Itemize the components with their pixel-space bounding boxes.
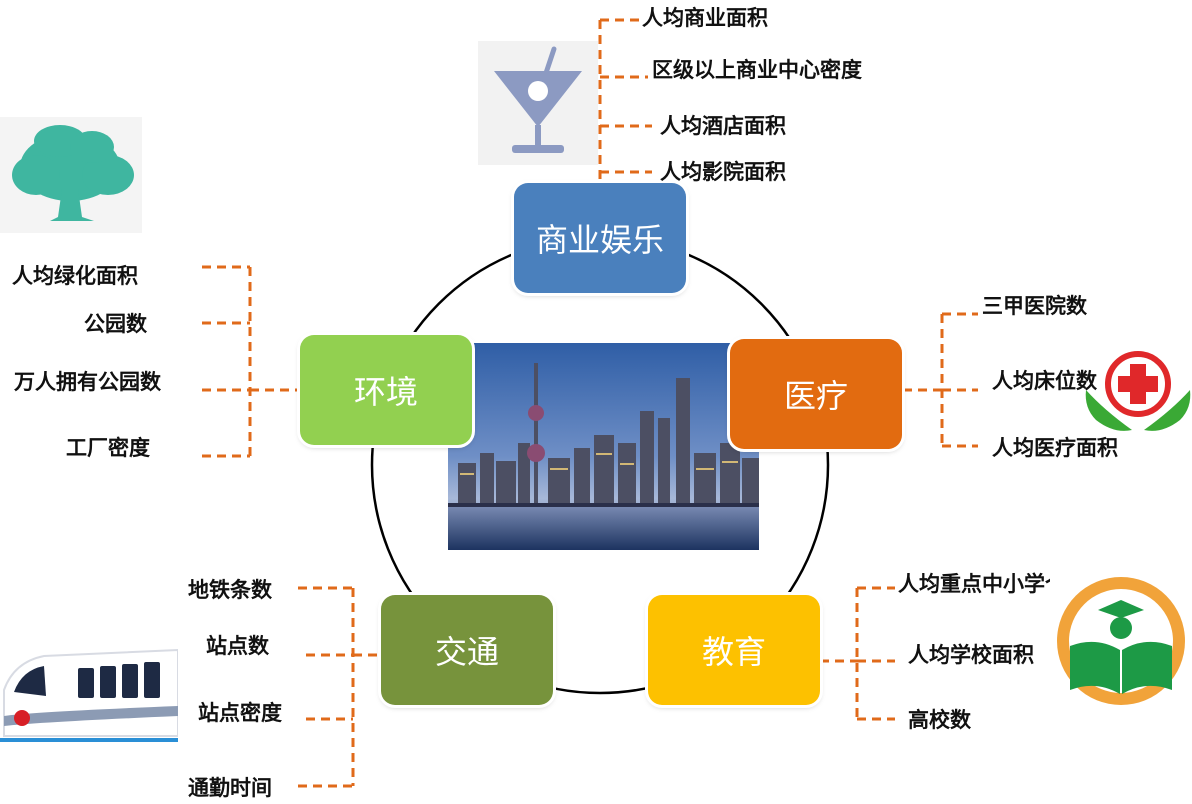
hospital-cross-icon	[1085, 351, 1191, 431]
commerce-connectors	[598, 18, 652, 183]
commerce-item: 人均商业面积	[642, 6, 768, 30]
city-skyline-photo	[448, 343, 759, 550]
commerce-item: 人均酒店面积	[660, 114, 786, 138]
transport-item: 地铁条数	[188, 578, 272, 602]
transport-item: 通勤时间	[188, 776, 272, 800]
medical-item: 三甲医院数	[982, 294, 1087, 318]
medical-connectors	[903, 312, 978, 448]
medical-title: 医疗	[783, 377, 848, 415]
environment-item: 万人拥有公园数	[14, 370, 161, 394]
transport-title: 交通	[434, 633, 499, 671]
commerce-title: 商业娱乐	[535, 221, 664, 259]
tree-icon	[0, 117, 142, 233]
environment-connectors	[202, 265, 300, 458]
education-title: 教育	[701, 633, 766, 671]
education-book-icon	[1050, 570, 1192, 712]
transport-item: 站点数	[206, 634, 269, 658]
transport-connectors	[298, 586, 381, 788]
medical-item: 人均医疗面积	[992, 436, 1118, 460]
medical-node: 医疗	[730, 339, 902, 449]
commerce-item: 区级以上商业中心密度	[652, 58, 862, 82]
environment-item: 人均绿化面积	[12, 264, 138, 288]
transport-node: 交通	[381, 595, 553, 705]
education-item: 人均学校面积	[908, 643, 1034, 667]
cocktail-glass-icon	[478, 41, 598, 165]
education-item: 高校数	[908, 708, 971, 732]
metro-train-icon	[0, 648, 178, 742]
environment-item: 公园数	[84, 312, 147, 336]
commerce-node: 商业娱乐	[514, 183, 686, 293]
environment-title: 环境	[353, 373, 418, 411]
environment-item: 工厂密度	[66, 436, 150, 460]
education-connectors	[820, 586, 895, 721]
education-item: 人均重点中小学个数	[898, 572, 1087, 596]
transport-item: 站点密度	[198, 701, 282, 725]
medical-item: 人均床位数	[992, 369, 1097, 393]
commerce-item: 人均影院面积	[660, 160, 786, 184]
environment-node: 环境	[300, 335, 472, 445]
education-node: 教育	[648, 595, 820, 705]
